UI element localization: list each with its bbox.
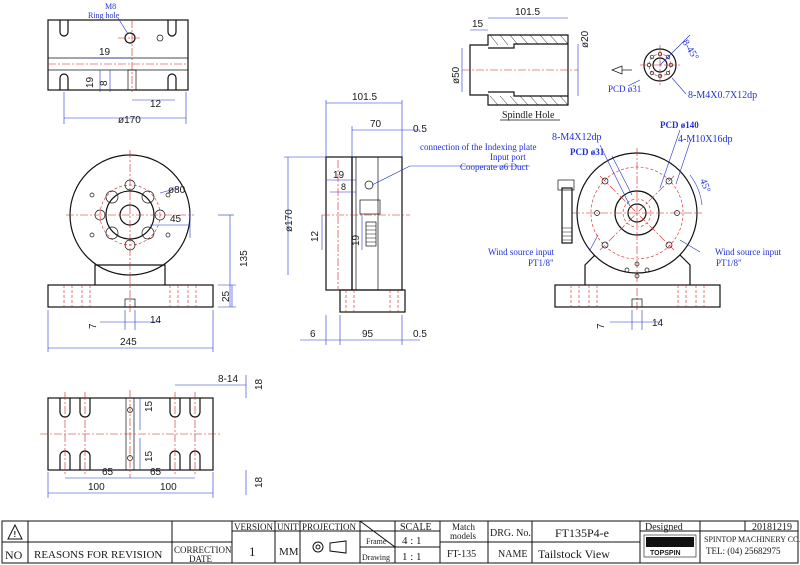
tb-drg-no-label: DRG. No.	[490, 528, 531, 539]
spindle-hole-view: 101.5 15 ø20 ø50 Spindle Hole	[451, 7, 632, 121]
top-view: M8 Ring hole 19 19 8 12 ø170	[47, 2, 189, 126]
tb-scale-label: SCALE	[400, 522, 432, 533]
tail-pt-right: PT1/8"	[716, 258, 742, 268]
tail-dim-14: 14	[652, 318, 664, 329]
side-dim-19-b: 19	[351, 234, 362, 246]
side-dim-95: 95	[362, 329, 374, 340]
front-dim-135: 135	[239, 250, 250, 267]
tb-version-value: 1	[249, 544, 256, 559]
detail-view: PCD ø31 8-M4X0.7X12dp 8-45°	[608, 34, 757, 101]
bottom-dim-100-b: 100	[160, 482, 177, 493]
tb-drawing-value: 1 : 1	[402, 551, 422, 563]
dim-12: 12	[150, 99, 162, 110]
side-dim-8: 8	[341, 182, 346, 192]
logo-text: TOPSPIN	[650, 550, 681, 557]
tb-date-label: DATE	[189, 554, 212, 564]
spindle-dim-dia20: ø20	[580, 30, 591, 48]
front-dim-14: 14	[150, 315, 162, 326]
side-dim-0-5-top: 0.5	[413, 124, 427, 135]
bottom-dim-100-a: 100	[88, 482, 105, 493]
side-note-input-port: Input port	[490, 152, 526, 162]
warning-triangle-icon	[7, 523, 23, 540]
tb-name-value: Tailstock View	[538, 547, 610, 561]
projection-symbol-icon	[312, 540, 347, 554]
detail-thread: 8-M4X0.7X12dp	[688, 90, 757, 101]
tail-dim-7: 7	[596, 323, 607, 329]
dim-dia170-top: ø170	[118, 115, 141, 126]
tailstock-view: 8-M4X12dp PCD ø140 4-M10X16dp PCD ø31 45…	[488, 120, 782, 330]
side-dim-0-5-bot: 0.5	[413, 329, 427, 340]
detail-pcd: PCD ø31	[608, 84, 641, 94]
ring-hole-label: Ring hole	[88, 11, 120, 20]
spindle-dim-dia50: ø50	[451, 66, 462, 84]
tail-pcd31: PCD ø31	[570, 147, 605, 157]
side-note-indexing: connection of the Indexing plate	[420, 142, 536, 152]
tb-version-label: VERSION	[234, 522, 274, 532]
tb-drawing-label: Drawing	[362, 553, 390, 562]
dim-19-side: 19	[85, 76, 96, 88]
tail-pt-left: PT1/8"	[528, 258, 554, 268]
bottom-dim-15-a: 15	[144, 400, 155, 412]
side-view: 101.5 70 0.5 ø170 19 8 12 19 6 95 0.5 co…	[284, 92, 536, 345]
bottom-dim-18-bot: 18	[254, 476, 265, 488]
side-dim-101-5: 101.5	[352, 92, 377, 103]
svg-text:!: !	[14, 530, 17, 539]
tail-thread-m10: 4-M10X16dp	[678, 134, 732, 145]
side-dim-6: 6	[310, 329, 316, 340]
tb-unit-label: UNIT	[277, 522, 299, 532]
tb-reasons-label: REASONS FOR REVISION	[34, 549, 162, 561]
ring-hole-size: M8	[105, 2, 116, 11]
side-dim-12: 12	[310, 230, 321, 242]
tb-frame-value: 4 : 1	[402, 535, 422, 547]
side-note-duct: Cooperate ø6 Duct	[460, 162, 528, 172]
tb-name-label: NAME	[498, 549, 527, 560]
tail-pcd140: PCD ø140	[660, 120, 699, 130]
front-dim-25: 25	[221, 290, 232, 302]
spindle-dim-15: 15	[472, 19, 484, 30]
tb-tel: TEL: (04) 25682975	[706, 546, 781, 556]
title-block: ! NO REASONS FOR REVISION CORRECTION DAT…	[1, 520, 800, 564]
tail-wind-left: Wind source input	[488, 247, 555, 257]
detail-angle: 8-45°	[679, 38, 700, 63]
front-dim-245: 245	[120, 337, 137, 348]
tb-company: SPINTOP MACHINERY CO., LTD.	[704, 535, 800, 544]
side-dim-70: 70	[370, 119, 382, 130]
tb-frame-label: Frame	[366, 537, 387, 546]
tb-correction-label: CORRECTION	[174, 545, 232, 555]
tail-angle: 45°	[697, 177, 712, 194]
tb-designed-label: Designed	[645, 522, 683, 533]
side-dim-19: 19	[333, 170, 345, 181]
side-dim-dia170: ø170	[284, 209, 295, 232]
tail-thread-m4: 8-M4X12dp	[552, 132, 601, 143]
tail-wind-right: Wind source input	[715, 247, 782, 257]
tb-designed-date: 20181219	[752, 522, 792, 533]
tb-drg-no-value: FT135P4-e	[555, 526, 609, 540]
front-dim-45: 45	[170, 214, 182, 225]
tb-unit-value: MM	[279, 546, 299, 558]
front-dim-dia80: ø80	[168, 185, 186, 196]
tb-projection-label: PROJECTION	[302, 522, 357, 532]
tb-match-value: FT-135	[447, 549, 476, 560]
front-dim-7: 7	[88, 323, 99, 329]
spindle-dim-101-5: 101.5	[515, 7, 540, 18]
front-view: ø80 45 135 25 7 14 245	[47, 150, 250, 352]
bottom-dim-65-b: 65	[150, 467, 162, 478]
bottom-dim-18-top: 18	[254, 378, 265, 390]
spindle-hole-caption: Spindle Hole	[502, 110, 555, 121]
tb-match-label-1: Match	[452, 522, 475, 532]
bottom-view: 8-14 18 15 15 65 65 100 100 18	[40, 374, 265, 498]
company-logo: TOPSPIN	[643, 534, 697, 558]
bottom-dim-15-b: 15	[144, 450, 155, 462]
dim-19-top: 19	[99, 47, 111, 58]
tb-match-label-2: models	[450, 531, 476, 541]
tb-rev-no-label: NO	[5, 548, 23, 562]
bottom-dim-8-14: 8-14	[218, 374, 238, 385]
bottom-dim-65-a: 65	[102, 467, 114, 478]
dim-8: 8	[99, 80, 110, 86]
